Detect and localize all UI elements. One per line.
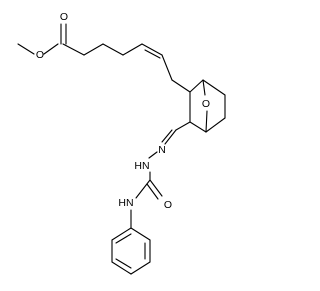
oxabicycloheptane-ring [175, 79, 226, 133]
chain-bond-4 [122, 43, 143, 56]
imine-bond-a [164, 129, 177, 145]
phenyl-ring [111, 227, 151, 275]
molecule-structure: O O O N HN O HN [17, 11, 226, 275]
ring-bond-5 [189, 121, 207, 133]
urea-co-bond-b [146, 183, 159, 200]
semicarbazone-group [130, 129, 177, 229]
phenyl-bond-6 [111, 227, 132, 241]
urea-co-bond-a [149, 179, 163, 197]
methyl-bond [17, 43, 35, 55]
chain-bond-6 [171, 79, 191, 93]
bridge-bond-bottom [205, 110, 208, 133]
urea-o-label: O [164, 199, 172, 211]
chain-bond-5 [161, 54, 173, 81]
phenyl-bond-1 [130, 227, 151, 241]
bridge-o-label: O [202, 98, 210, 110]
cis-double-bond-a [141, 43, 163, 56]
urea-cn-bond [135, 179, 151, 199]
hydrazide-nh-label: HN [134, 160, 149, 172]
ester-o-c-bond [43, 43, 59, 55]
ester-o-carbonyl-label: O [60, 11, 68, 23]
phenyl-bond-4-inner [115, 258, 132, 269]
ring-bond-4 [205, 117, 226, 133]
cis-double-bond-b [144, 49, 161, 59]
imine-bond-b [161, 129, 173, 143]
methyl-ester-group [17, 23, 85, 56]
phenyl-bond-6-inner [115, 233, 132, 244]
aniline-nh-label: HN [118, 197, 133, 209]
n-n-bond [148, 151, 158, 159]
phenyl-bond-3 [130, 261, 151, 275]
ring-bond-1 [189, 79, 204, 93]
bridge-bond-top [202, 79, 206, 96]
hydrazone-n-label: N [158, 144, 166, 156]
ring-bond-2 [202, 79, 226, 96]
chain-bond-2 [83, 43, 104, 56]
chain-bond-1 [62, 43, 85, 56]
phenyl-bond-4 [111, 261, 132, 275]
ester-o-single-label: O [36, 49, 44, 61]
alkenyl-chain [83, 43, 191, 93]
ring-substituent-bond [175, 121, 191, 131]
chain-bond-3 [102, 43, 124, 56]
